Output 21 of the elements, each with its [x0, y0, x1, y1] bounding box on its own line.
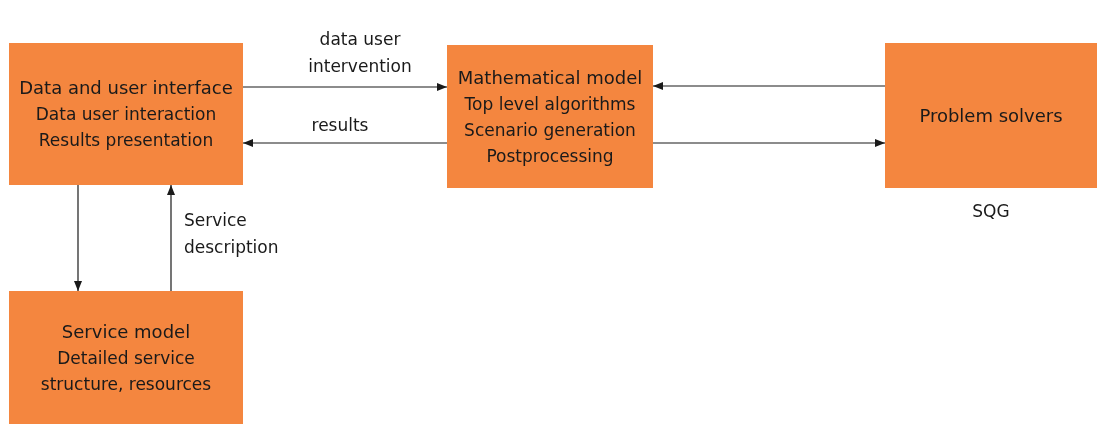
arrow	[74, 184, 82, 292]
node-caption: SQG	[971, 200, 1011, 223]
box-text: Data user interaction	[35, 103, 217, 126]
box-text: Scenario generation	[464, 118, 636, 142]
box-heading: Service model	[61, 319, 191, 344]
box-text: Results presentation	[38, 129, 214, 152]
box-text: Top level algorithms	[464, 92, 636, 116]
box-text: Detailed service structure, resources	[39, 346, 213, 396]
box-heading: Mathematical model	[457, 65, 643, 90]
arrow	[652, 139, 886, 147]
process-box	[447, 45, 653, 188]
arrow	[652, 82, 886, 90]
process-box	[9, 291, 243, 424]
arrow	[242, 83, 448, 91]
process-box	[9, 43, 243, 185]
arrow	[167, 184, 175, 292]
box-heading: Data and user interface	[19, 76, 233, 100]
box-heading: Problem solvers	[919, 103, 1063, 128]
arrow	[242, 139, 448, 147]
box-text: Postprocessing	[486, 144, 614, 168]
process-box	[885, 43, 1097, 188]
